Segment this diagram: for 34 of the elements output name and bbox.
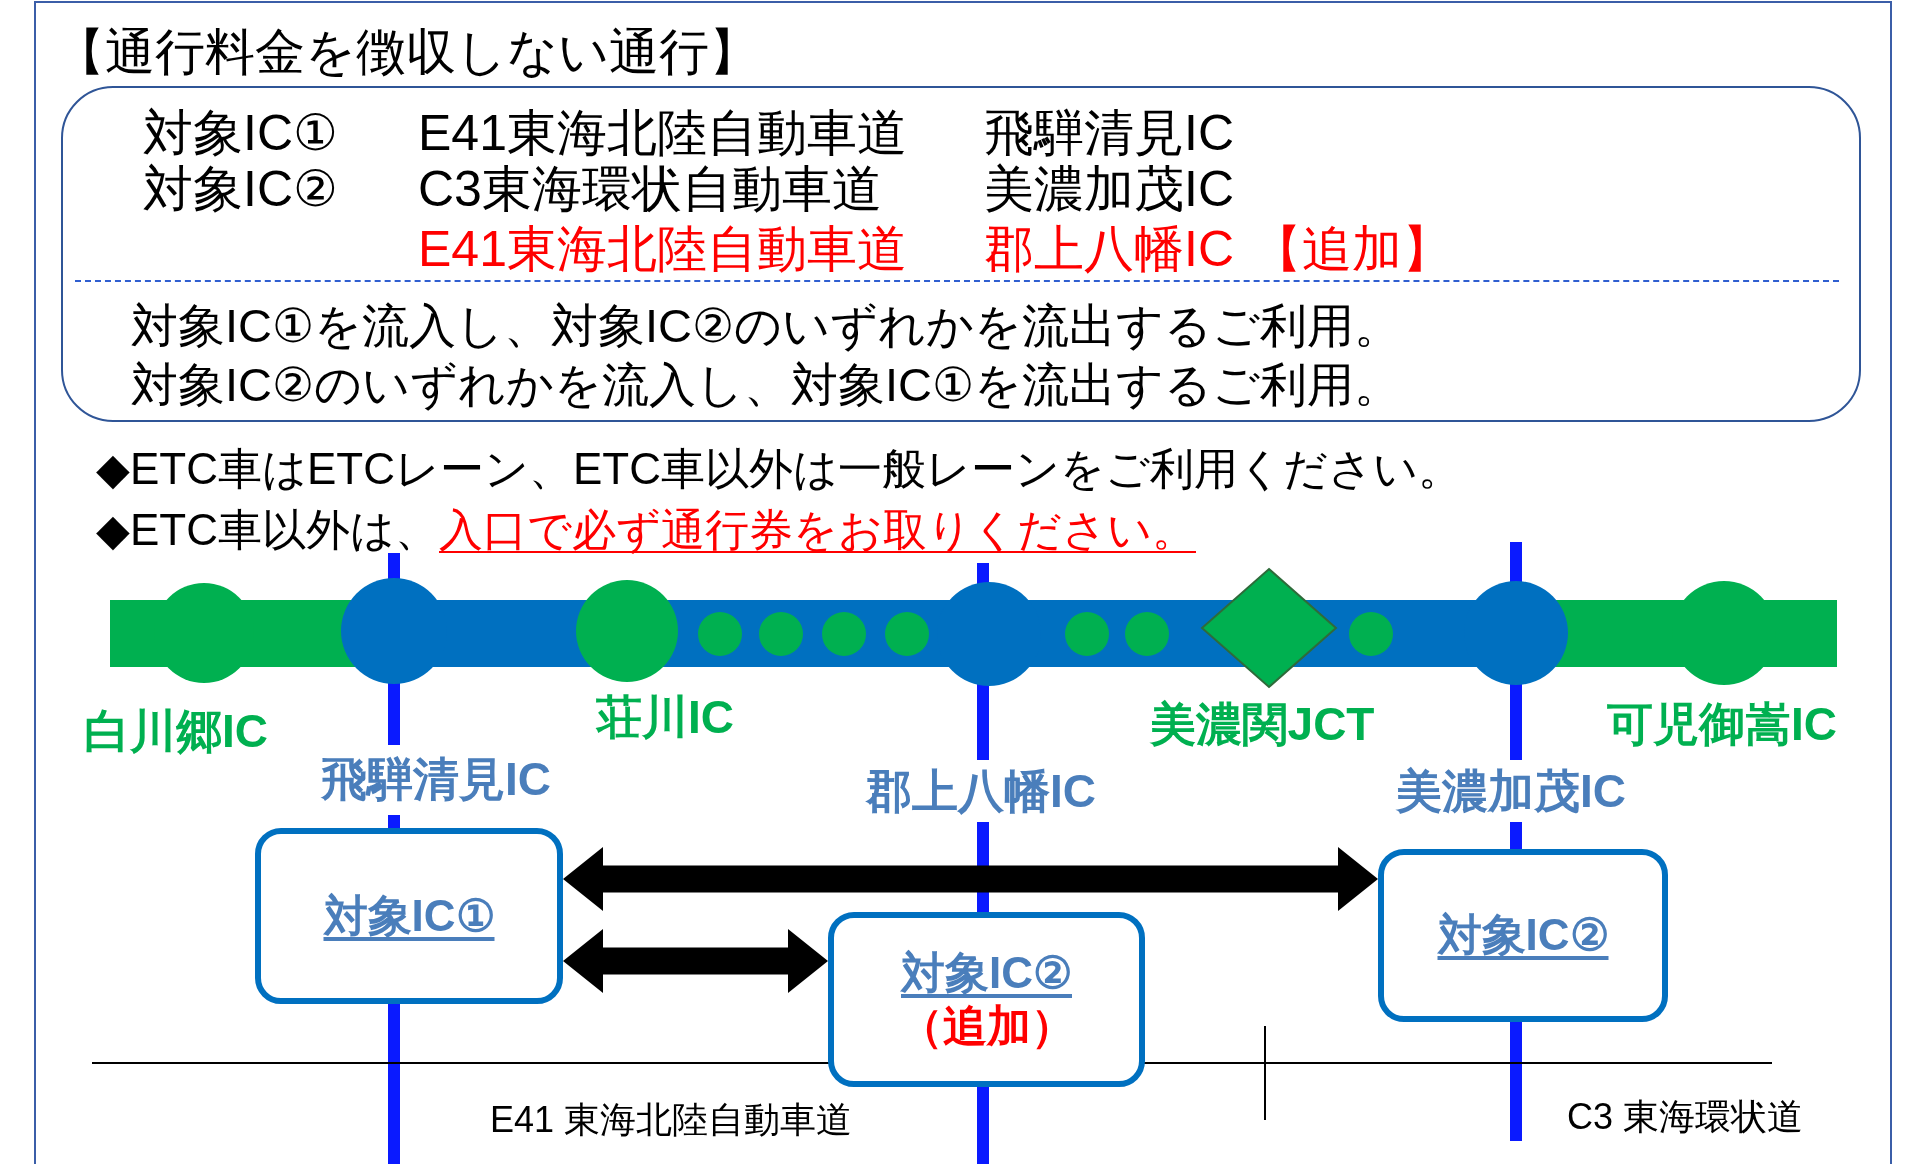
expressway-name: E41東海北陸自動車道 [418,220,907,279]
interchange-label: 荘川IC [596,690,734,746]
notice-text: ◆ETC車はETCレーン、ETC車以外は一般レーンをご利用ください。 [96,442,1462,495]
double-arrow [563,847,1378,911]
route-name: E41 東海北陸自動車道 [490,1098,853,1142]
interchange-label: 飛騨清見IC [321,752,551,808]
target-ic-text: 対象IC① [323,889,495,942]
target-ic-text: 対象IC② [1437,909,1609,962]
double-arrow [563,929,828,993]
target-ic-label: 対象IC② [143,160,338,219]
interchange-label: 可児御嵩IC [1607,697,1837,753]
interchange-name: 郡上八幡IC [984,220,1234,279]
junction-label: 美濃関JCT [1149,697,1375,753]
expressway-name: C3東海環状自動車道 [418,160,882,219]
target-ic-label: 対象IC① [143,104,338,163]
interchange-name: 飛騨清見IC [984,104,1234,163]
warning-text: 入口で必ず通行券をお取りください。 [439,503,1196,556]
usage-text: 対象IC②のいずれかを流入し、対象IC①を流出するご利用。 [131,356,1401,413]
expressway-name: E41東海北陸自動車道 [418,104,907,163]
usage-text: 対象IC①を流入し、対象IC②のいずれかを流出するご利用。 [131,297,1401,354]
conditions-panel [61,86,1861,422]
interchange-name: 美濃加茂IC [984,160,1234,219]
added-note: （追加） [898,999,1075,1052]
route-name: C3 東海環状道 [1567,1095,1804,1139]
target-ic-box [828,912,1145,1087]
interchange-label: 白川郷IC [84,704,268,760]
target-ic-box [255,828,563,1004]
notice-text: ◆ETC車以外は、 [96,503,439,556]
interchange-label: 美濃加茂IC [1396,764,1626,820]
added-note: 【追加】 [1252,220,1452,279]
interchange-label: 郡上八幡IC [866,764,1096,820]
target-ic-box [1378,849,1668,1022]
page-title: 【通行料金を徴収しない通行】 [55,23,759,82]
target-ic-text: 対象IC② [901,946,1072,999]
